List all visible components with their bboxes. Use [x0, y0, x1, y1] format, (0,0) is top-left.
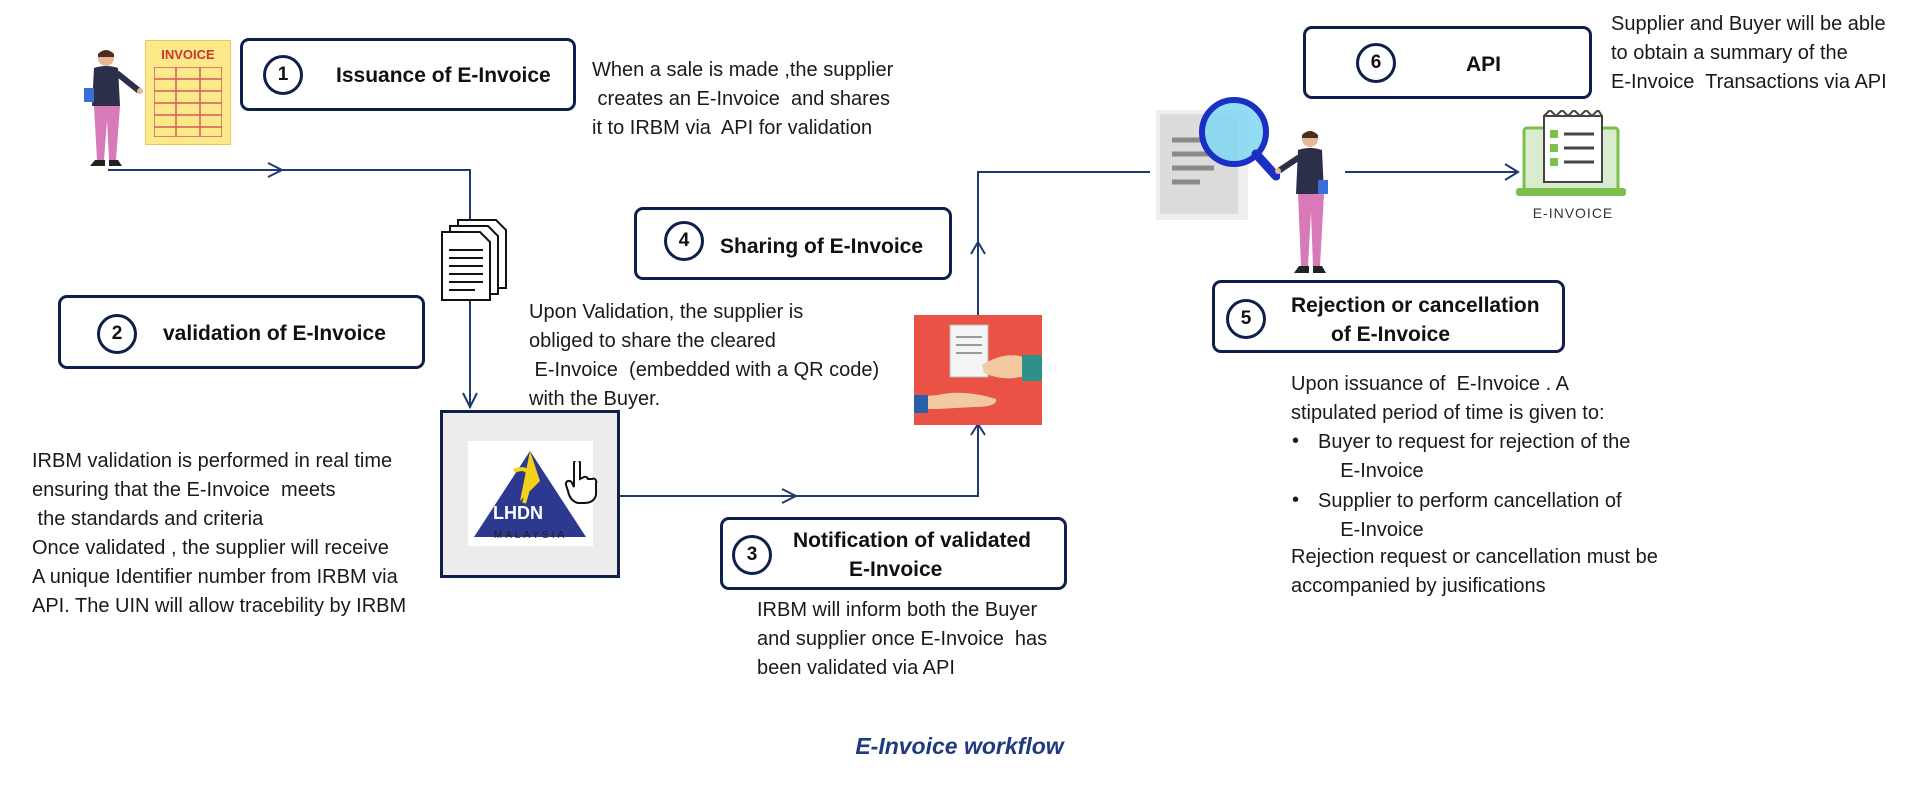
- step-5-outro: Rejection request or cancellation must b…: [1291, 546, 1658, 597]
- pointing-hand-icon: [564, 461, 598, 504]
- step-4-number: 4: [664, 221, 704, 261]
- step-3-box: 3 Notification of validated E-Invoice: [720, 517, 1067, 590]
- hands-exchange-image: [914, 315, 1042, 425]
- step-2-box: 2 validation of E-Invoice: [58, 295, 425, 369]
- step-2-description: IRBM validation is performed in real tim…: [32, 450, 407, 617]
- connector-notify-to-buyer: [977, 171, 1150, 315]
- step-1-title: Issuance of E-Invoice: [336, 64, 551, 87]
- lhdn-logo-text: LHDN: [493, 503, 543, 523]
- diagram-footer-title: E-Invoice workflow: [855, 733, 1064, 759]
- step-1-description: When a sale is made ,the supplier create…: [592, 59, 894, 139]
- step-6-title: API: [1466, 53, 1502, 76]
- step-5-bullet-2: Supplier to perform cancellation of E-In…: [1318, 490, 1622, 541]
- step-5-intro: Upon issuance of E-Invoice . A stipulate…: [1291, 373, 1605, 424]
- step-3-title-line-2: E-Invoice: [849, 558, 943, 581]
- step-3-number: 3: [732, 535, 772, 575]
- einvoice-laptop-icon: E-INVOICE: [1514, 110, 1634, 225]
- step-1-number: 1: [263, 55, 303, 95]
- step-6-box: 6 API: [1303, 26, 1592, 99]
- arrowhead-right-3: [1504, 163, 1520, 181]
- arrowhead-right-2: [781, 488, 799, 504]
- einvoice-laptop-label: E-INVOICE: [1532, 205, 1614, 221]
- step-2-number: 2: [97, 314, 137, 354]
- step-3-title-line-1: Notification of validated: [793, 529, 1032, 552]
- step-4-box: 4 Sharing of E-Invoice: [634, 207, 952, 280]
- invoice-paper-icon: INVOICE: [145, 40, 231, 145]
- step-5-box: 5 Rejection or cancellation of E-Invoice: [1212, 280, 1565, 353]
- step-5-title-line-1: Rejection or cancellation: [1291, 294, 1540, 317]
- arrowhead-down: [462, 392, 478, 410]
- supplier-person-icon: [84, 50, 143, 166]
- step-4-description: Upon Validation, the supplier is obliged…: [529, 301, 880, 410]
- documents-icon: [441, 219, 507, 301]
- lhdn-logo-frame: LHDN MALAYSIA: [440, 410, 620, 578]
- magnifier-document-icon: [1150, 90, 1280, 230]
- step-4-title: Sharing of E-Invoice: [720, 235, 924, 258]
- step-5-bullet-1: Buyer to request for rejection of the E-…: [1318, 431, 1631, 482]
- buyer-person-icon: [1275, 131, 1328, 273]
- invoice-paper-label: INVOICE: [161, 47, 215, 62]
- lhdn-logo: LHDN MALAYSIA: [468, 441, 598, 546]
- lhdn-logo-subtext: MALAYSIA: [493, 530, 568, 541]
- step-6-description: Supplier and Buyer will be able to obtai…: [1611, 13, 1887, 93]
- bullet-dot-2: •: [1292, 489, 1300, 511]
- step-5-number: 5: [1226, 299, 1266, 339]
- connector-irbm-to-notify: [620, 425, 979, 497]
- step-1-box: 1 Issuance of E-Invoice: [240, 38, 576, 111]
- step-3-description: IRBM will inform both the Buyer and supp…: [757, 599, 1048, 679]
- step-5-title-line-2: of E-Invoice: [1331, 323, 1451, 346]
- step-6-number: 6: [1356, 43, 1396, 83]
- connector-supplier-to-irbm: [108, 169, 471, 408]
- step-2-title: validation of E-Invoice: [163, 322, 386, 345]
- arrowhead-up-2: [970, 240, 986, 255]
- bullet-dot-1: •: [1292, 430, 1300, 452]
- arrowhead-right-1: [267, 162, 285, 178]
